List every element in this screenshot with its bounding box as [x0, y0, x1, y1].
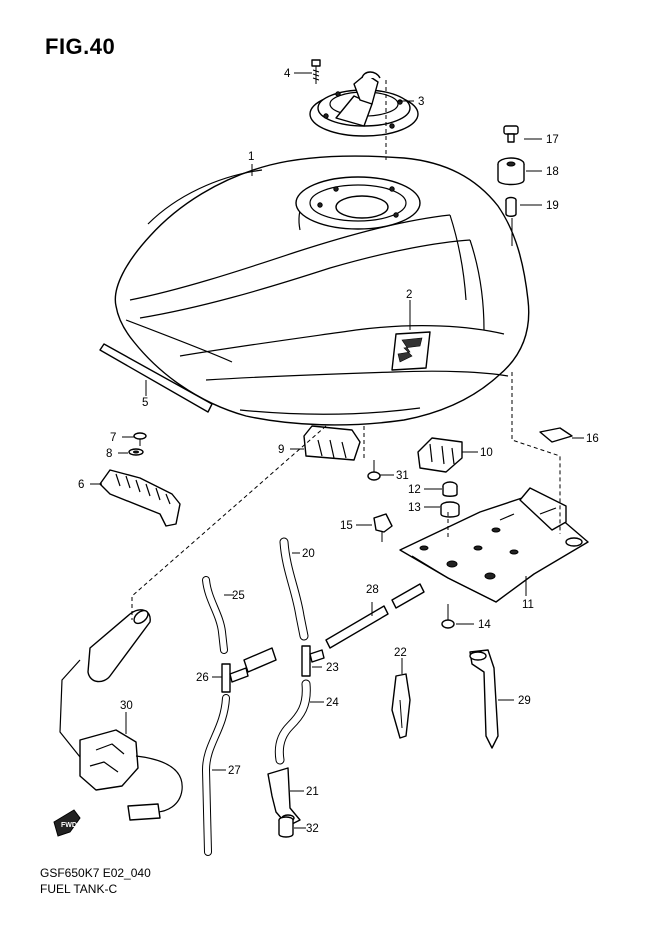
- bolt-14: [441, 604, 455, 629]
- screw-7: [133, 432, 147, 446]
- callout-4: 4: [284, 68, 291, 80]
- callout-12: 12: [408, 484, 421, 496]
- washer-8: [128, 448, 144, 456]
- callout-32: 32: [306, 823, 319, 835]
- collar-12: [442, 481, 458, 497]
- callout-27: 27: [228, 765, 241, 777]
- callout-5: 5: [142, 397, 148, 409]
- spacer-19: [505, 196, 517, 217]
- callout-10: 10: [480, 447, 493, 459]
- callout-21: 21: [306, 786, 319, 798]
- callout-17: 17: [546, 134, 559, 146]
- bolt-31: [367, 460, 381, 481]
- callout-6: 6: [78, 479, 84, 491]
- hose-20: [279, 537, 309, 641]
- section-name: FUEL TANK-C: [40, 882, 118, 896]
- tank-cushion-5: [99, 343, 213, 413]
- callout-28: 28: [366, 584, 379, 596]
- clip-15: [373, 513, 393, 542]
- callout-13: 13: [408, 502, 421, 514]
- mount-bolt-17: [503, 125, 519, 143]
- callout-20: 20: [302, 548, 315, 560]
- joint-23: [301, 645, 325, 677]
- callout-22: 22: [394, 647, 407, 659]
- callout-15: 15: [340, 520, 353, 532]
- callout-30: 30: [120, 700, 133, 712]
- callout-9: 9: [278, 444, 284, 456]
- mount-cushion-18: [497, 157, 525, 186]
- clamp-22: [391, 673, 411, 739]
- tank-bracket-plate-11: [399, 487, 589, 603]
- fuel-pump-30: [59, 609, 183, 821]
- callout-25: 25: [232, 590, 245, 602]
- support-rubber-6: [99, 469, 181, 527]
- callout-31: 31: [396, 470, 409, 482]
- fuel-cap-assembly: [309, 59, 419, 137]
- callout-16: 16: [586, 433, 599, 445]
- callout-18: 18: [546, 166, 559, 178]
- pad-16: [539, 427, 573, 443]
- callout-2: 2: [406, 289, 412, 301]
- callout-24: 24: [326, 697, 339, 709]
- callout-7: 7: [110, 432, 116, 444]
- callout-numbers: 1 2 3 4 5 6 7 8 9 10 11 12 13 14 15 16 1…: [78, 68, 599, 835]
- callout-19: 19: [546, 200, 559, 212]
- fuel-tank: [114, 155, 530, 426]
- figure-title: FIG.40: [45, 34, 116, 59]
- hose-24: [274, 679, 311, 765]
- hose-25: [202, 576, 228, 654]
- callout-14: 14: [478, 619, 491, 631]
- forward-marker-label: FWD: [61, 822, 77, 829]
- callout-23: 23: [326, 662, 339, 674]
- cushion-block-9: [303, 425, 361, 461]
- cap-32: [278, 816, 294, 838]
- callout-11: 11: [522, 599, 534, 611]
- callout-3: 3: [418, 96, 424, 108]
- bracket-10: [417, 437, 463, 473]
- callout-29: 29: [518, 695, 531, 707]
- joint-26: [221, 647, 277, 693]
- callout-26: 26: [196, 672, 209, 684]
- callout-8: 8: [106, 448, 112, 460]
- hose-27: [201, 694, 230, 856]
- callout-1: 1: [248, 151, 254, 163]
- leader-lines: [90, 72, 584, 829]
- pipe-28: [325, 583, 425, 649]
- strap-29: [469, 649, 499, 749]
- forward-direction-marker: FWD: [53, 809, 81, 837]
- cushion-13: [440, 501, 460, 518]
- model-code: GSF650K7 E02_040: [40, 866, 151, 880]
